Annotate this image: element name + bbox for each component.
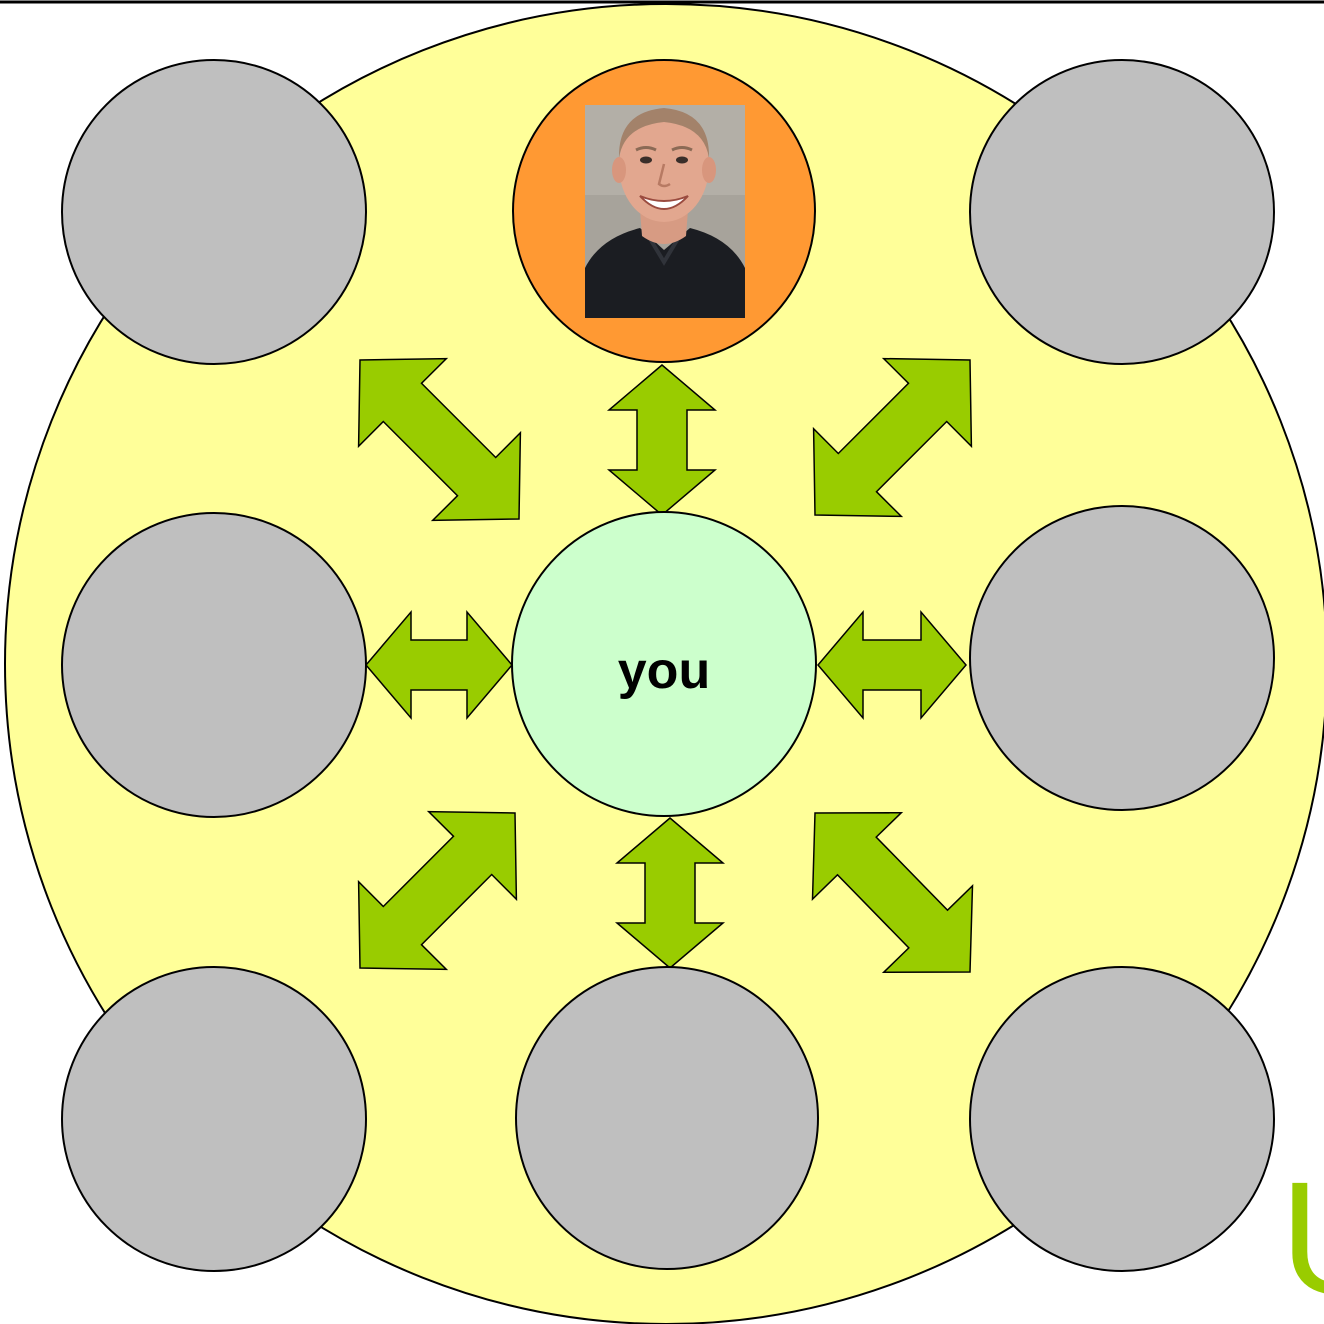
node-top-right — [970, 60, 1274, 364]
center-label: you — [618, 642, 710, 700]
brand-fragment: U — [1280, 1148, 1324, 1324]
node-middle-left — [62, 513, 366, 817]
node-bottom-center — [516, 967, 818, 1269]
node-middle-right — [970, 506, 1274, 810]
node-top-left — [62, 60, 366, 364]
person-portrait-icon — [585, 105, 745, 318]
node-bottom-right — [970, 967, 1274, 1271]
node-bottom-left — [62, 967, 366, 1271]
